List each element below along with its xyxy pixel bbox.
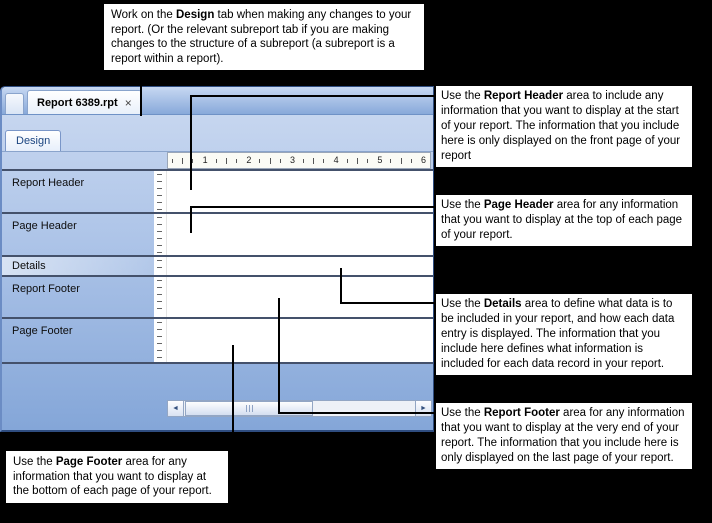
section-canvas-report-footer[interactable] [167,277,433,317]
thumb-grip-icon [248,405,250,412]
note-text-prefix: Use the [441,90,484,102]
ruler-unit: 2 [212,153,256,168]
horizontal-scrollbar[interactable]: ◄ ► [167,400,432,417]
callout-line-page-header-v [190,206,192,233]
ruler-spacer [2,152,167,169]
note-bold-term: Page Header [483,199,554,211]
note-page-header: Use the Page Header area for any informa… [436,195,692,246]
section-canvas-page-footer[interactable] [167,319,433,362]
note-bold-term: Details [483,298,522,310]
note-design-tab: Work on the Design tab when making any c… [103,3,425,71]
ruler-unit: 3 [255,153,299,168]
section-details: Details [2,255,433,275]
close-tab-icon[interactable]: × [124,95,132,110]
ruler-unit: 1 [168,153,212,168]
vertical-ruler [154,171,167,212]
note-bold-term: Report Footer [483,407,560,419]
note-text-suffix: area to include any information that you… [441,90,681,162]
note-text-prefix: Use the [441,407,484,419]
section-label-details[interactable]: Details [2,257,154,275]
designer-footer-area: ◄ ► [2,362,433,430]
note-text-prefix: Work on the [111,9,176,21]
view-tab-strip: Design [2,115,433,151]
ruler-unit: 6 [386,153,430,168]
note-text-prefix: Use the [13,456,56,468]
note-report-header: Use the Report Header area to include an… [436,86,692,167]
vertical-ruler [154,319,167,362]
ruler-unit: 4 [299,153,343,168]
vertical-ruler [154,214,167,255]
callout-line-details-v [340,268,342,304]
note-text-suffix: area for any information that you want t… [441,199,683,241]
note-text-prefix: Use the [441,298,484,310]
tab-design[interactable]: Design [5,130,62,151]
section-canvas-page-header[interactable] [167,214,433,255]
note-page-footer: Use the Page Footer area for any informa… [5,450,229,504]
note-text-suffix: area for any information that you want t… [441,407,685,464]
callout-line-details-h [340,302,436,304]
note-details: Use the Details area to define what data… [436,294,692,375]
document-tab-report[interactable]: Report 6389.rpt × [27,90,142,114]
section-page-header: Page Header [2,212,433,255]
note-text-prefix: Use the [441,199,484,211]
section-label-report-header[interactable]: Report Header [12,177,85,189]
section-label-report-footer[interactable]: Report Footer [12,283,80,295]
section-page-footer: Page Footer [2,317,433,362]
note-bold-term: Page Footer [55,456,123,468]
note-bold-term: Report Header [483,90,564,102]
callout-line-page-header-h [190,206,436,208]
section-canvas-details[interactable] [167,257,433,275]
document-tab-label: Report 6389.rpt [37,96,118,109]
note-report-footer: Use the Report Footer area for any infor… [436,403,692,469]
callout-line-page-footer-v [232,345,234,463]
section-report-footer: Report Footer [2,275,433,317]
callout-line-report-header-h [190,95,436,97]
section-label-page-footer[interactable]: Page Footer [12,325,73,337]
note-text-suffix: tab when making any changes to your repo… [111,9,412,65]
section-report-header: Report Header [2,169,433,212]
ruler-unit: 5 [343,153,387,168]
thumb-grip-icon [245,405,247,412]
vertical-ruler [154,257,167,275]
note-bold-term: Design [176,9,215,21]
callout-line-report-footer-v [278,298,280,414]
thumb-grip-icon [251,405,253,412]
callout-line-design [140,72,142,116]
callout-line-report-header-v [190,95,192,190]
note-text-suffix: area to define what data is to be includ… [441,298,675,370]
scroll-left-button[interactable]: ◄ [168,401,184,416]
inactive-tab-stub[interactable] [5,93,24,114]
document-tab-bar: Report 6389.rpt × [2,87,433,115]
callout-line-report-footer-h [278,412,436,414]
section-label-page-header[interactable]: Page Header [12,220,77,232]
section-canvas-report-header[interactable] [167,171,433,212]
vertical-ruler [154,277,167,317]
note-text-suffix: area for any information that you want t… [13,456,212,497]
